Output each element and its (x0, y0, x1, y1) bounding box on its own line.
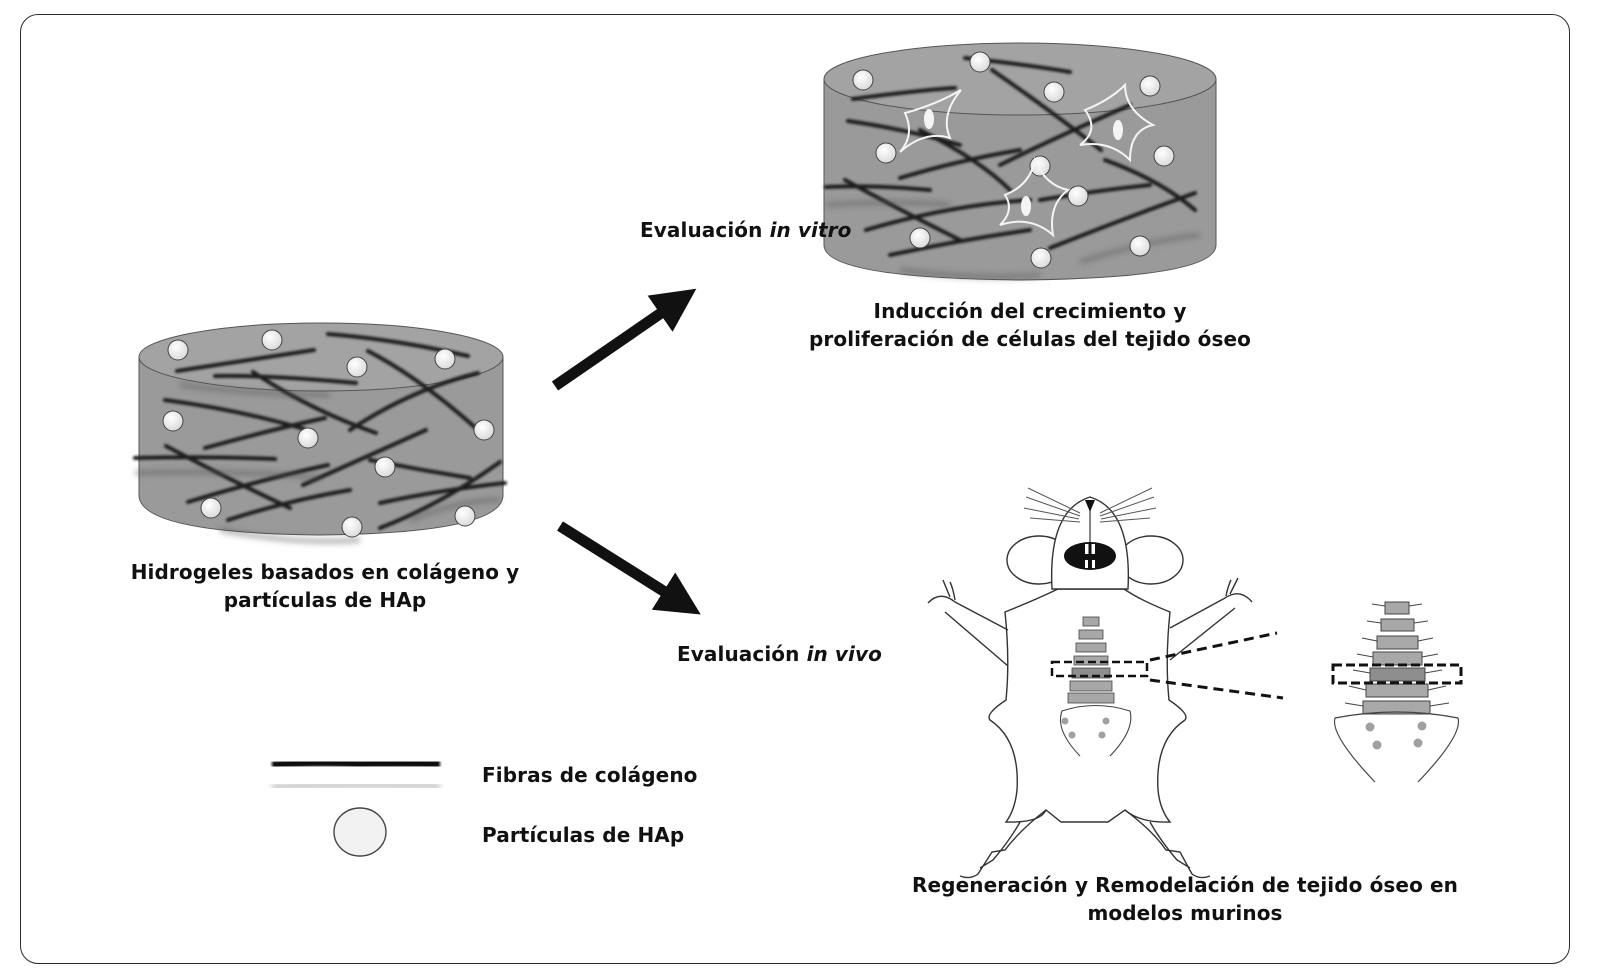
cylinder-top (823, 42, 1217, 116)
mouse-spine (1067, 616, 1115, 704)
magnified-pelvis-dots (1365, 721, 1427, 750)
in-vitro-result-line1: Inducción del crecimiento y (873, 299, 1187, 323)
bone-cell (1079, 82, 1156, 163)
magnified-spine (1362, 601, 1431, 715)
legend-label-fibers: Fibras de colágeno (482, 763, 698, 787)
collagen-fibers-faded (134, 382, 501, 544)
in-vivo-label-italic: in vivo (806, 642, 882, 666)
legend-particle-symbol (333, 807, 387, 857)
mouse-pelvis (1059, 705, 1132, 757)
in-vitro-label-italic: in vitro (769, 218, 852, 242)
in-vitro-result-line2: proliferación de células del tejido óseo (809, 327, 1251, 351)
zoom-line-top (1149, 631, 1278, 662)
legend-label-particles: Partículas de HAp (482, 823, 685, 847)
magnified-pelvis (1333, 711, 1460, 783)
figure-frame (20, 14, 1570, 964)
mouse-leg-right (1124, 809, 1211, 879)
magnified-ribs (1344, 603, 1450, 707)
legend (271, 758, 441, 857)
hap-particles (162, 329, 495, 538)
bone-cell (999, 156, 1071, 238)
bone-cell (899, 89, 962, 153)
mouse-arm-right (1169, 577, 1253, 661)
selection-box-small (1050, 660, 1149, 678)
collagen-fibers (133, 332, 507, 530)
legend-fiber-symbol (271, 758, 441, 790)
in-vitro-label-prefix: Evaluación (640, 218, 763, 242)
collagen-fibers (824, 56, 1197, 257)
source-title: Hidrogeles basados en colágeno y partícu… (115, 558, 535, 614)
source-title-line2: partículas de HAp (223, 588, 427, 612)
selection-box-large (1331, 663, 1463, 685)
mouse-mouth (1064, 542, 1116, 570)
arrow-to-in-vivo (557, 521, 701, 615)
in-vitro-hydrogel-cylinder (823, 42, 1217, 281)
in-vivo-label-prefix: Evaluación (677, 642, 800, 666)
bone-cells (899, 82, 1156, 238)
in-vivo-label: Evaluación in vivo (677, 640, 882, 668)
mouse-arm-left (927, 579, 1009, 667)
in-vivo-result: Regeneración y Remodelación de tejido ós… (905, 871, 1465, 927)
source-title-line1: Hidrogeles basados en colágeno y (130, 560, 520, 584)
in-vitro-label: Evaluación in vitro (640, 216, 851, 244)
in-vivo-result-line1: Regeneración y Remodelación de tejido ós… (911, 873, 1458, 897)
zoom-line-bottom (1149, 678, 1284, 700)
arrow-to-in-vitro (551, 288, 697, 391)
source-hydrogel-cylinder (133, 322, 507, 544)
pelvis-dots (1061, 717, 1110, 739)
mouse-whiskers (1023, 487, 1157, 523)
in-vivo-result-line2: modelos murinos (1087, 901, 1283, 925)
in-vitro-result: Inducción del crecimiento y proliferació… (790, 297, 1270, 353)
mouse-leg-left (959, 809, 1047, 879)
